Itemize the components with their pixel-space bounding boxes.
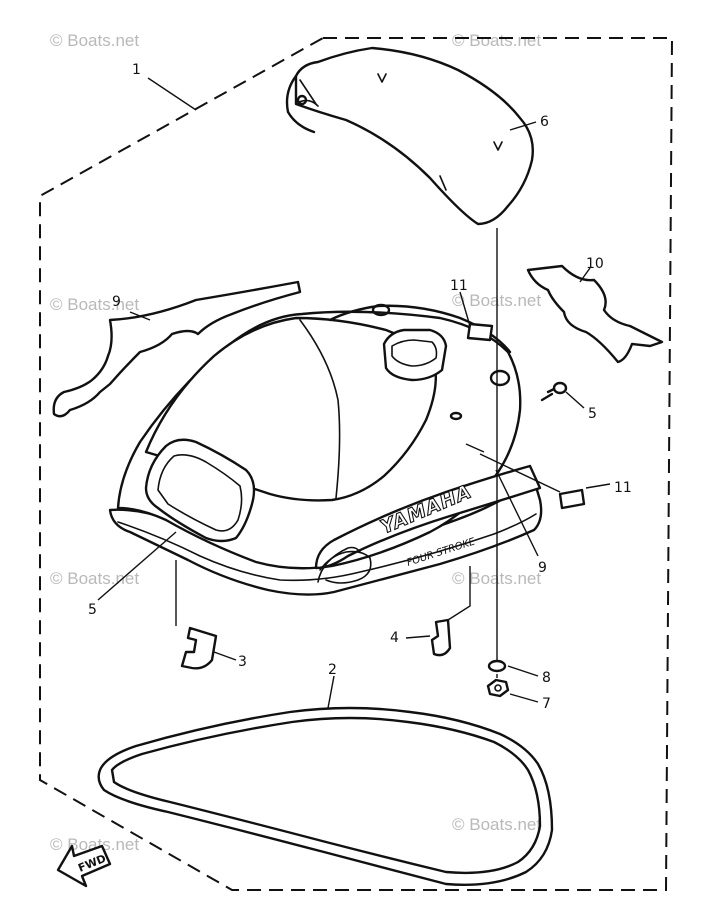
- callout-4: 4: [390, 630, 399, 646]
- callout-5-right: 5: [588, 406, 597, 422]
- part-nut: [486, 678, 510, 698]
- callout-layer: 1 2 3 4 5 5 6 7 8 9 9 10 11 11: [88, 62, 632, 712]
- callout-1: 1: [132, 62, 141, 78]
- part-main-cowling: YAMAHA FOUR STROKE: [108, 303, 543, 596]
- callout-9-left: 9: [112, 294, 121, 310]
- callout-7: 7: [542, 696, 551, 712]
- callout-9-right: 9: [538, 560, 547, 576]
- callout-11-upper: 11: [450, 278, 468, 294]
- callout-2: 2: [328, 662, 337, 678]
- watermark: © Boats.net: [50, 31, 139, 50]
- part-grommet: [487, 659, 507, 673]
- callout-11-lower: 11: [614, 480, 632, 496]
- part-plate-upper: [466, 322, 494, 342]
- leader-lines: [97, 77, 611, 709]
- callout-10: 10: [586, 256, 604, 272]
- part-plate-lower: [558, 488, 586, 510]
- watermark: © Boats.net: [452, 31, 541, 50]
- part-bracket-left: [180, 626, 218, 670]
- callout-6: 6: [540, 114, 549, 130]
- callout-3: 3: [238, 654, 247, 670]
- part-seal-ring: [97, 706, 554, 886]
- callout-8: 8: [542, 670, 551, 686]
- assembly-boundary: [39, 37, 674, 891]
- watermark: © Boats.net: [50, 569, 139, 588]
- forward-direction-arrow: FWD: [56, 844, 112, 888]
- watermark: © Boats.net: [50, 295, 139, 314]
- part-bracket-right: [430, 618, 452, 657]
- part-gasket-strip-right: [526, 264, 664, 364]
- watermark: © Boats.net: [452, 815, 541, 834]
- callout-5-left: 5: [88, 602, 97, 618]
- part-screw-right: [540, 381, 568, 402]
- part-gasket-strip-left: [52, 280, 302, 418]
- part-top-cover: [285, 46, 534, 226]
